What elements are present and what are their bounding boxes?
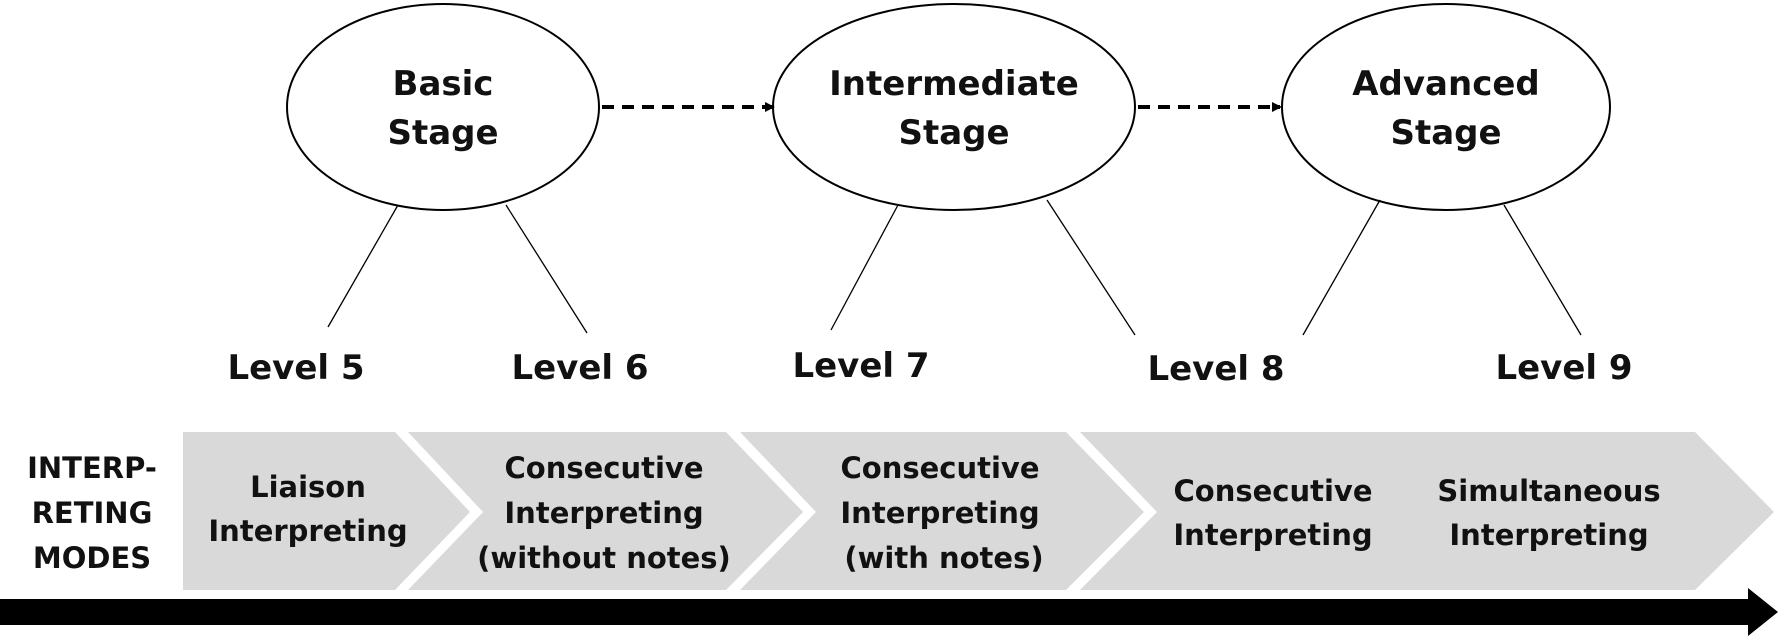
stage-basic-line2: Stage [387, 113, 498, 153]
mode-liaison-line1: Liaison [250, 470, 366, 504]
stage-basic-line1: Basic [393, 64, 494, 104]
connector-level-9-left [1302, 199, 1381, 336]
connector-level-9-right [1503, 204, 1582, 336]
stage-intermediate-line1: Intermediate [829, 64, 1079, 104]
connector-level-6 [505, 204, 588, 334]
interpreting-modes-label: INTERP- RETING MODES [27, 451, 157, 575]
side-label-line3: MODES [33, 541, 151, 575]
connector-level-8 [1046, 199, 1136, 336]
stage-advanced: Advanced Stage [1281, 3, 1611, 211]
mode-cwn-line3: (with notes) [844, 541, 1043, 575]
mode-cwn-line1: Consecutive [841, 451, 1040, 485]
mode-consecutive-line2: Interpreting [1173, 518, 1372, 552]
level-6-label: Level 6 [511, 348, 648, 388]
chevron-consecutive-with-notes [740, 432, 1144, 590]
mode-consecutive-line1: Consecutive [1174, 474, 1373, 508]
connector-level-7 [830, 204, 899, 331]
stage-basic: Basic Stage [286, 3, 600, 211]
connector-level-5 [327, 204, 399, 328]
mode-liaison: Liaison Interpreting [208, 470, 407, 548]
side-label-line2: RETING [32, 496, 153, 530]
level-5-label: Level 5 [227, 348, 364, 388]
mode-simultaneous-line2: Interpreting [1449, 518, 1648, 552]
mode-chevrons [183, 432, 1774, 590]
stage-intermediate-line2: Stage [898, 113, 1009, 153]
mode-simultaneous: Simultaneous Interpreting [1437, 474, 1660, 552]
chevron-liaison [183, 432, 470, 590]
stage-intermediate: Intermediate Stage [772, 3, 1136, 211]
mode-consecutive-without-notes: Consecutive Interpreting (without notes) [477, 451, 731, 575]
progression-arrow [0, 588, 1778, 636]
side-label-line1: INTERP- [27, 451, 157, 485]
mode-cwn-line2: Interpreting [840, 496, 1039, 530]
stage-advanced-line1: Advanced [1352, 64, 1540, 104]
mode-liaison-line2: Interpreting [208, 514, 407, 548]
mode-consecutive: Consecutive Interpreting [1173, 474, 1372, 552]
stage-advanced-line2: Stage [1390, 113, 1501, 153]
level-7-label: Level 7 [792, 346, 929, 386]
mode-cwon-line1: Consecutive [505, 451, 704, 485]
mode-cwon-line3: (without notes) [477, 541, 731, 575]
chevron-consecutive-without-notes [408, 432, 803, 590]
level-8-label: Level 8 [1147, 349, 1284, 389]
mode-cwon-line2: Interpreting [504, 496, 703, 530]
mode-consecutive-with-notes: Consecutive Interpreting (with notes) [840, 451, 1043, 575]
chevron-advanced-modes [1080, 432, 1774, 590]
mode-simultaneous-line1: Simultaneous [1437, 474, 1660, 508]
level-9-label: Level 9 [1495, 348, 1632, 388]
